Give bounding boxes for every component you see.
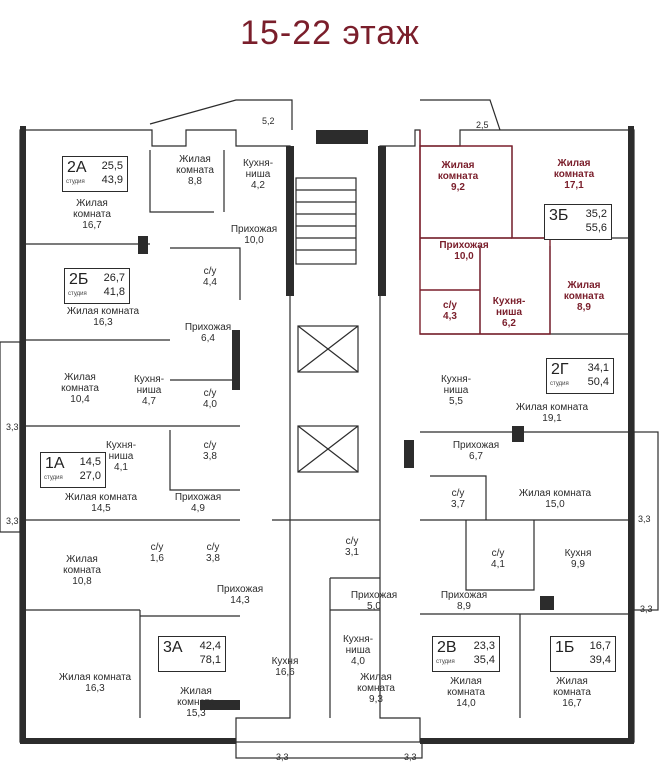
- room-label-highlight: Жилая комната 9,2: [437, 160, 479, 193]
- room-label: с/у 4,0: [203, 388, 217, 410]
- total-area: 41,8: [103, 286, 125, 298]
- room-label: Жилая комната 19,1: [515, 402, 589, 424]
- living-area: 16,7: [589, 640, 611, 652]
- room-label: с/у 3,1: [345, 536, 359, 558]
- room-label: с/у 3,8: [206, 542, 220, 564]
- room-label: Прихожая 4,9: [174, 492, 222, 514]
- room-label: Жилая комната 15,0: [518, 488, 592, 510]
- room-label: Кухня 9,9: [564, 548, 592, 570]
- living-area: 42,4: [199, 640, 221, 652]
- apartment-code: 2Г: [551, 361, 569, 378]
- apartment-badge-2b[interactable]: 2Б студия 26,7 41,8: [64, 268, 130, 304]
- apartment-code: 2В: [437, 639, 457, 656]
- total-area: 55,6: [585, 222, 607, 234]
- room-label: Кухня- ниша 4,2: [242, 158, 274, 191]
- room-label: с/у 4,4: [203, 266, 217, 288]
- room-label: Жилая комната 16,3: [58, 672, 132, 694]
- apartment-badge-1b[interactable]: 1Б 16,7 39,4: [550, 636, 616, 672]
- apartment-badge-2g[interactable]: 2Г студия 34,1 50,4: [546, 358, 614, 394]
- room-label: Жилая комната 10,4: [61, 372, 99, 405]
- room-label: Жилая комната 16,7: [73, 198, 111, 231]
- living-area: 34,1: [587, 362, 609, 374]
- room-label: Прихожая 14,3: [216, 584, 264, 606]
- apartment-badge-1a[interactable]: 1А студия 14,5 27,0: [40, 452, 106, 488]
- dimension-label: 2,5: [476, 120, 489, 130]
- room-label-highlight: Жилая комната 8,9: [563, 280, 605, 313]
- living-area: 23,3: [473, 640, 495, 652]
- room-label: Жилая комната 9,3: [357, 672, 395, 705]
- apartment-type: студия: [44, 475, 63, 481]
- dimension-label: 3,3: [276, 752, 289, 762]
- room-label: Прихожая 5,0: [350, 590, 398, 612]
- room-label: Кухня 16,6: [271, 656, 299, 678]
- apartment-code: 2Б: [69, 271, 89, 288]
- floor-title: 15-22 этаж: [240, 14, 420, 52]
- apartment-code: 1А: [45, 455, 65, 472]
- apartment-badge-2v[interactable]: 2В студия 23,3 35,4: [432, 636, 500, 672]
- apartment-code: 3А: [163, 639, 183, 656]
- room-label-highlight: Прихожая 10,0: [439, 240, 489, 262]
- total-area: 35,4: [473, 654, 495, 666]
- dimension-label: 3,3: [404, 752, 417, 762]
- dimension-label: 3,3: [6, 422, 19, 432]
- living-area: 26,7: [103, 272, 125, 284]
- room-label: Жилая комната 14,5: [64, 492, 138, 514]
- room-label: Жилая комната 16,3: [66, 306, 140, 328]
- room-label-highlight: Жилая комната 17,1: [553, 158, 595, 191]
- total-area: 39,4: [589, 654, 611, 666]
- room-label: с/у 4,1: [491, 548, 505, 570]
- room-label: с/у 1,6: [150, 542, 164, 564]
- total-area: 78,1: [199, 654, 221, 666]
- apartment-type: студия: [436, 659, 455, 665]
- room-label: Жилая комната 8,8: [176, 154, 214, 187]
- living-area: 14,5: [79, 456, 101, 468]
- room-label: Прихожая 8,9: [440, 590, 488, 612]
- room-label: Прихожая 6,7: [452, 440, 500, 462]
- apartment-code: 3Б: [549, 207, 569, 224]
- room-label: Кухня- ниша 4,1: [105, 440, 137, 473]
- total-area: 27,0: [79, 470, 101, 482]
- dimension-label: 3,3: [638, 514, 651, 524]
- room-label-highlight: с/у 4,3: [443, 300, 457, 322]
- dimension-label: 5,2: [262, 116, 275, 126]
- room-label: Кухня- ниша 4,7: [133, 374, 165, 407]
- apartment-type: студия: [68, 291, 87, 297]
- room-label: Прихожая 6,4: [184, 322, 232, 344]
- room-label: Жилая комната 14,0: [447, 676, 485, 709]
- apartment-type: студия: [66, 179, 85, 185]
- room-label: Жилая комната 16,7: [553, 676, 591, 709]
- room-label: Кухня- ниша 4,0: [342, 634, 374, 667]
- room-label: Прихожая 10,0: [230, 224, 278, 246]
- apartment-code: 2А: [67, 159, 87, 176]
- room-label: с/у 3,8: [203, 440, 217, 462]
- living-area: 25,5: [101, 160, 123, 172]
- room-label: Жилая комната 10,8: [63, 554, 101, 587]
- apartment-badge-2a[interactable]: 2А студия 25,5 43,9: [62, 156, 128, 192]
- apartment-code: 1Б: [555, 639, 575, 656]
- apartment-type: студия: [550, 381, 569, 387]
- room-label: Жилая комната 15,3: [177, 686, 215, 719]
- room-label: с/у 3,7: [451, 488, 465, 510]
- room-label: Кухня- ниша 5,5: [440, 374, 472, 407]
- dimension-label: 3,3: [6, 516, 19, 526]
- living-area: 35,2: [585, 208, 607, 220]
- dimension-label: 3,3: [640, 604, 653, 614]
- apartment-badge-3b[interactable]: 3Б 35,2 55,6: [544, 204, 612, 240]
- room-label-highlight: Кухня- ниша 6,2: [492, 296, 526, 329]
- total-area: 43,9: [101, 174, 123, 186]
- apartment-badge-3a[interactable]: 3А 42,4 78,1: [158, 636, 226, 672]
- total-area: 50,4: [587, 376, 609, 388]
